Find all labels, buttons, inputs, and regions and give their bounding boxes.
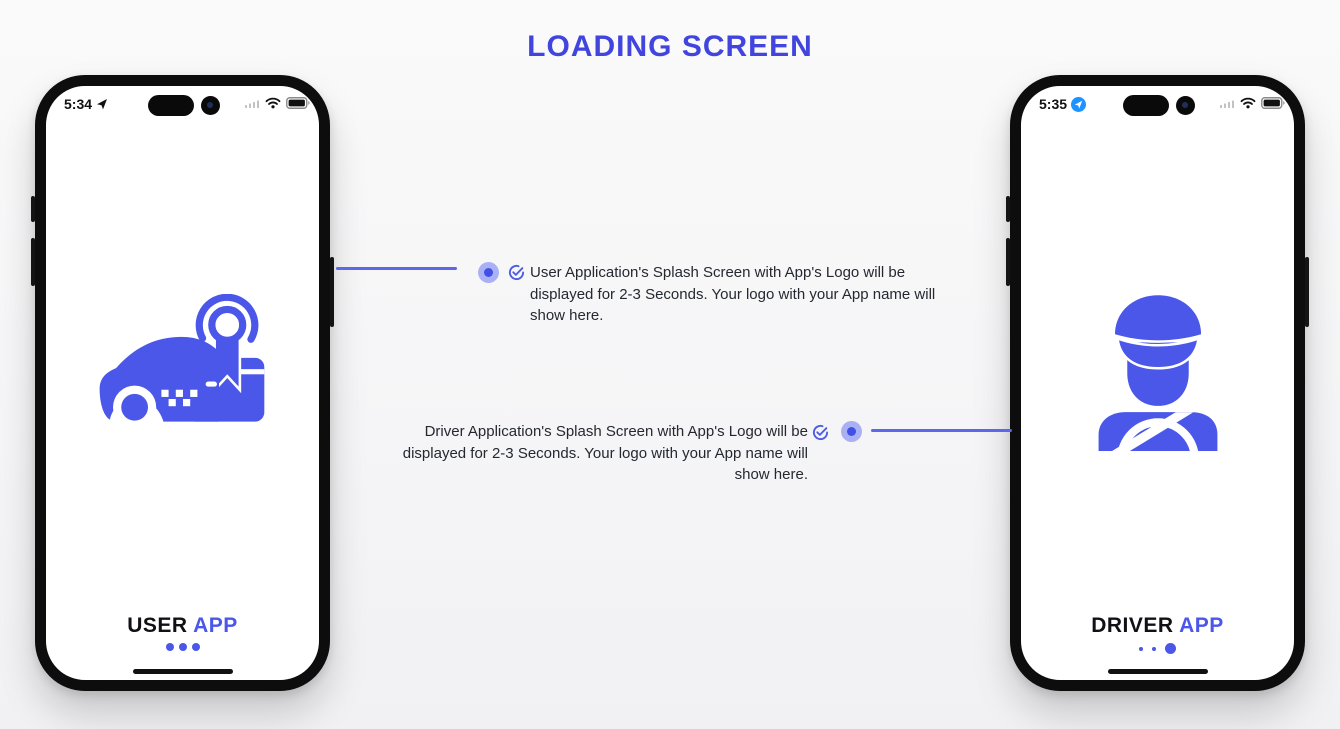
driver-annotation-text: Driver Application's Splash Screen with … bbox=[402, 423, 808, 483]
loading-dot bbox=[178, 643, 187, 651]
loading-dot bbox=[191, 643, 200, 651]
app-name-accent: APP bbox=[1179, 614, 1224, 637]
front-camera bbox=[1176, 96, 1195, 115]
loading-dot bbox=[1139, 646, 1143, 651]
location-arrow-icon bbox=[97, 99, 108, 110]
loading-dot bbox=[1165, 643, 1176, 654]
battery-icon bbox=[286, 97, 310, 109]
loading-dots bbox=[1021, 643, 1294, 654]
power-button bbox=[1305, 257, 1309, 327]
volume-down-button bbox=[1006, 238, 1010, 286]
power-button bbox=[330, 257, 334, 327]
driver-app-logo bbox=[1021, 283, 1294, 451]
status-icons bbox=[1220, 97, 1286, 109]
loading-dots bbox=[46, 643, 319, 651]
chauffeur-driver-logo-icon bbox=[1098, 292, 1217, 451]
wifi-icon bbox=[1240, 97, 1256, 109]
user-app-name: USER APP bbox=[46, 614, 319, 638]
cellular-icon bbox=[1220, 100, 1234, 108]
loading-dot bbox=[1152, 646, 1156, 651]
status-time: 5:35 bbox=[1039, 96, 1087, 112]
user-annotation-connector-line bbox=[336, 267, 457, 270]
check-circle-icon bbox=[812, 424, 829, 441]
home-indicator bbox=[1107, 669, 1208, 674]
status-time: 5:34 bbox=[64, 96, 108, 112]
time-text: 5:35 bbox=[1039, 96, 1068, 112]
front-camera bbox=[201, 96, 220, 115]
volume-down-button bbox=[31, 238, 35, 286]
driver-annotation-connector-line bbox=[871, 429, 1012, 432]
user-phone-mockup: 5:34 bbox=[31, 75, 334, 691]
app-name-primary: USER bbox=[127, 614, 188, 637]
volume-up-button bbox=[1006, 196, 1010, 222]
app-name-primary: DRIVER bbox=[1091, 614, 1174, 637]
wifi-icon bbox=[265, 97, 281, 109]
dynamic-island bbox=[1123, 95, 1169, 116]
loading-dot bbox=[165, 643, 174, 651]
location-badge-icon bbox=[1071, 96, 1087, 112]
dynamic-island bbox=[148, 95, 194, 116]
app-name-accent: APP bbox=[193, 614, 238, 637]
user-annotation-text: User Application's Splash Screen with Ap… bbox=[530, 264, 936, 324]
status-icons bbox=[245, 97, 311, 109]
user-annotation-bullet bbox=[478, 262, 499, 283]
driver-phone-mockup: 5:35 bbox=[1006, 75, 1309, 691]
home-indicator bbox=[132, 669, 233, 674]
check-circle-icon bbox=[508, 264, 525, 281]
cellular-icon bbox=[245, 100, 259, 108]
driver-app-name: DRIVER APP bbox=[1021, 614, 1294, 638]
page-title: LOADING SCREEN bbox=[527, 30, 813, 63]
battery-icon bbox=[1261, 97, 1285, 109]
user-app-logo bbox=[46, 294, 319, 434]
volume-up-button bbox=[31, 196, 35, 222]
taxi-package-logo-icon bbox=[99, 294, 264, 429]
driver-annotation-bullet bbox=[841, 421, 862, 442]
time-text: 5:34 bbox=[64, 96, 93, 112]
